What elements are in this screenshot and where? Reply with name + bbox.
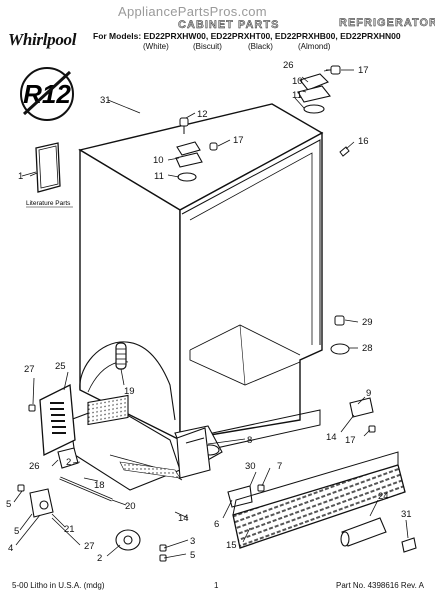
- callout-28: 29: [362, 317, 373, 328]
- model-3: ED22PRXHB00,: [274, 31, 338, 41]
- color-2: (Biscuit): [193, 42, 222, 51]
- model-2: ED22PRXHT00,: [210, 31, 273, 41]
- model-4: ED22PRXHN00: [340, 31, 401, 41]
- callout-27: 28: [362, 343, 373, 354]
- watermark: AppliancePartsPros.com: [118, 4, 267, 19]
- literature-label: Literature Parts: [26, 200, 71, 207]
- callout-17-left: 17: [233, 135, 244, 146]
- literature-booklet: [21, 142, 61, 193]
- callout-11-right: 11: [292, 90, 302, 101]
- condenser-coil: [115, 342, 127, 370]
- callout-10-left: 10: [153, 155, 164, 166]
- refrigerator-cabinet: [78, 103, 324, 456]
- color-3: (Black): [248, 42, 273, 51]
- callout-2-top: 2: [66, 457, 71, 468]
- callout-23: 25: [55, 361, 66, 372]
- callout-31: 31: [100, 95, 111, 106]
- models-label: For Models:: [93, 31, 142, 41]
- leader-lines: [13, 69, 409, 559]
- callout-20: 20: [125, 501, 136, 512]
- callout-25: 26: [29, 461, 40, 472]
- callout-2-bottom: 2: [97, 553, 102, 564]
- footer-litho: 5-00 Litho in U.S.A. (mdg): [12, 581, 105, 590]
- top-hinge-right: [297, 73, 331, 114]
- callout-22: 24: [378, 491, 389, 502]
- drain-tube: [176, 427, 211, 479]
- callout-3: 3: [190, 536, 195, 547]
- callout-1: 1: [18, 171, 23, 182]
- callout-14-right: 14: [326, 432, 337, 443]
- callout-14-bottom: 14: [178, 513, 189, 524]
- brand-logo: Whirlpool: [8, 30, 77, 49]
- model-1: ED22PRXHW00,: [143, 31, 209, 41]
- color-4: (Almond): [298, 42, 331, 51]
- color-1: (White): [143, 42, 169, 51]
- callout-26-bottom: 27: [84, 541, 95, 552]
- callout-21: 21: [64, 524, 75, 535]
- category-title: REFRIGERATOR: [339, 17, 435, 29]
- r12-badge: R12: [20, 67, 74, 121]
- callout-11-left: 11: [154, 171, 164, 182]
- callout-4: 4: [8, 543, 13, 554]
- top-hinge-left: [175, 141, 203, 182]
- models-line: For Models: ED22PRXHW00, ED22PRXHT00, ED…: [93, 31, 401, 41]
- callout-29: 30: [245, 461, 256, 472]
- callout-6: 6: [214, 519, 219, 530]
- toe-grille: [232, 451, 406, 549]
- callout-30: 31: [401, 509, 412, 520]
- machine-compartment: [69, 341, 183, 491]
- callout-9: 9: [366, 388, 371, 399]
- callout-26-top: 27: [24, 364, 35, 375]
- callout-5-left: 5: [6, 499, 11, 510]
- callout-16: 15: [226, 540, 237, 551]
- callout-24: 26: [283, 60, 294, 71]
- rear-access-panel: [39, 383, 76, 457]
- callout-10-right: 10: [292, 76, 303, 87]
- filter-cartridge: [340, 517, 417, 553]
- callout-17-right: 17: [345, 435, 356, 446]
- callout-12: 12: [197, 109, 208, 120]
- footer-part-number: Part No. 4398616 Rev. A: [336, 581, 424, 590]
- callout-8: 8: [247, 435, 252, 446]
- callout-5-bottom: 5: [190, 550, 195, 561]
- callout-5-left-lower: 5: [14, 526, 19, 537]
- callout-7: 7: [277, 461, 282, 472]
- callout-19: 19: [124, 386, 135, 397]
- callout-15: 16: [358, 136, 369, 147]
- footer-page-number: 1: [214, 581, 219, 590]
- page-title: CABINET PARTS: [178, 19, 280, 31]
- callout-18: 18: [94, 480, 105, 491]
- leveling-legs: [29, 447, 141, 551]
- callout-17-top: 17: [358, 65, 369, 76]
